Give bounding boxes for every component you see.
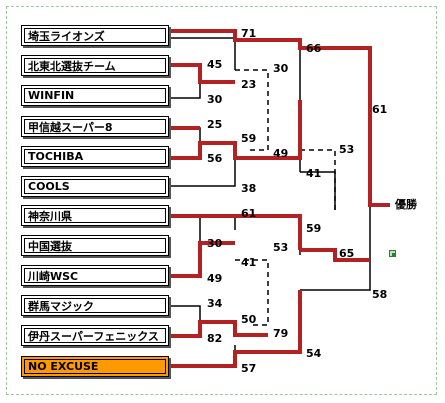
team-name: NO EXCUSE (24, 359, 166, 374)
score: 61 (372, 103, 388, 116)
score: 41 (241, 256, 257, 269)
score: 59 (306, 222, 322, 235)
team-box: COOLS (21, 176, 169, 197)
score: 50 (241, 313, 257, 326)
team-name: 甲信越スーパー8 (24, 119, 166, 134)
score: 38 (241, 182, 257, 195)
team-box: 神奈川県 (21, 205, 169, 226)
team-name: 埼玉ライオンズ (24, 28, 166, 43)
team-box-highlighted: NO EXCUSE (21, 356, 169, 377)
score: 23 (241, 78, 257, 91)
score: 82 (207, 332, 223, 345)
bracket-line (170, 63, 235, 84)
bracket-line (170, 215, 201, 243)
team-box: 川崎WSC (21, 265, 169, 286)
score: 45 (207, 58, 223, 71)
score: 65 (339, 247, 355, 260)
bracket-frame (6, 6, 437, 395)
team-box: 伊丹スーパーフェニックス (21, 325, 169, 346)
team-box: 中国選抜 (21, 235, 169, 256)
score: 71 (241, 27, 257, 40)
champion-label: 優勝 (395, 198, 417, 211)
score: 79 (273, 327, 289, 340)
bracket-line (170, 345, 236, 367)
bracket-line (170, 305, 201, 322)
team-name: COOLS (24, 179, 166, 194)
bracket-line (300, 248, 370, 262)
score: 30 (207, 93, 223, 106)
score: 41 (306, 167, 322, 180)
bracket-line (300, 205, 371, 291)
score: 34 (207, 297, 223, 310)
score: 59 (241, 132, 257, 145)
score: 66 (306, 42, 322, 55)
team-name: WINFIN (24, 88, 166, 103)
team-name: 北東北選抜チーム (24, 58, 166, 73)
score: 57 (241, 362, 257, 375)
score: 54 (306, 347, 322, 360)
team-name: 中国選抜 (24, 238, 166, 253)
team-box: 群馬マジック (21, 295, 169, 316)
bracket-line (170, 241, 235, 278)
bracket-line (170, 214, 302, 250)
bracket-line (170, 127, 201, 143)
score: 30 (273, 62, 289, 75)
score: 53 (339, 143, 355, 156)
team-box: 甲信越スーパー8 (21, 116, 169, 137)
team-name: TOCHIBA (24, 149, 166, 164)
team-box: 埼玉ライオンズ (21, 25, 169, 46)
team-box: TOCHIBA (21, 146, 169, 167)
team-box: 北東北選抜チーム (21, 55, 169, 76)
score: 49 (207, 272, 223, 285)
bracket-line (235, 69, 269, 151)
bracket-line (170, 320, 268, 338)
bracket-line (235, 259, 269, 326)
bracket-line (170, 158, 236, 187)
bracket-line (170, 100, 302, 160)
bracket-line (170, 82, 201, 99)
bracket-line (170, 290, 302, 368)
score: 53 (273, 241, 289, 254)
team-name: 群馬マジック (24, 298, 166, 313)
score: 49 (273, 147, 289, 160)
score: 61 (241, 207, 257, 220)
score: 30 (207, 237, 223, 250)
team-box: WINFIN (21, 85, 169, 106)
score: 25 (207, 118, 223, 131)
team-name: 川崎WSC (24, 268, 166, 283)
bracket-line (300, 149, 336, 210)
grid-icon (389, 250, 396, 257)
score: 58 (372, 288, 388, 301)
team-name: 神奈川県 (24, 208, 166, 223)
score: 56 (207, 152, 223, 165)
team-name: 伊丹スーパーフェニックス (24, 328, 166, 343)
bracket-line (170, 29, 390, 207)
